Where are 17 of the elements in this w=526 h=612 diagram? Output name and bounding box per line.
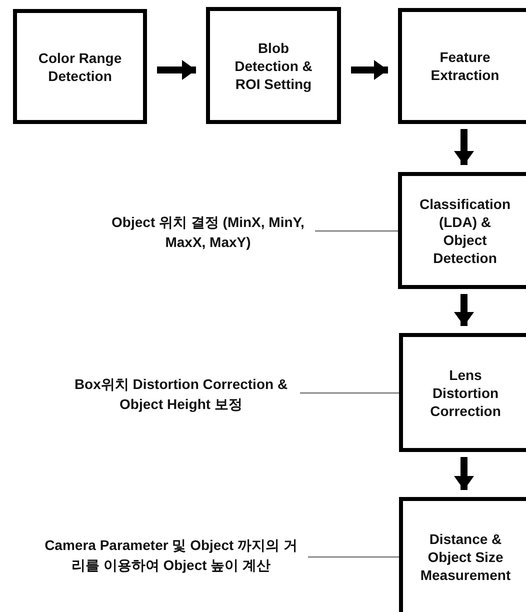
process-box: Blob Detection & ROI Setting: [206, 7, 341, 124]
process-box: Classification (LDA) & Object Detection: [398, 172, 526, 289]
process-box: Distance & Object Size Measurement: [399, 497, 526, 612]
annotation-text: Box위치 Distortion Correction & Object Height 보정: [68, 374, 294, 414]
process-box: Lens Distortion Correction: [399, 333, 526, 452]
process-box: Feature Extraction: [398, 8, 526, 124]
arrow: [454, 294, 474, 326]
arrow: [157, 60, 196, 80]
leader-line: [300, 392, 399, 394]
arrow: [454, 129, 474, 165]
annotation-text: Camera Parameter 및 Object 까지의 거리를 이용하여 Object 높이 계산: [40, 535, 302, 575]
arrow: [454, 457, 474, 490]
leader-line: [308, 556, 399, 558]
annotation-text: Object 위치 결정 (MinX, MinY, MaxX, MaxY): [107, 212, 309, 252]
arrow: [351, 60, 388, 80]
process-box: Color Range Detection: [13, 9, 147, 124]
leader-line: [315, 230, 398, 232]
